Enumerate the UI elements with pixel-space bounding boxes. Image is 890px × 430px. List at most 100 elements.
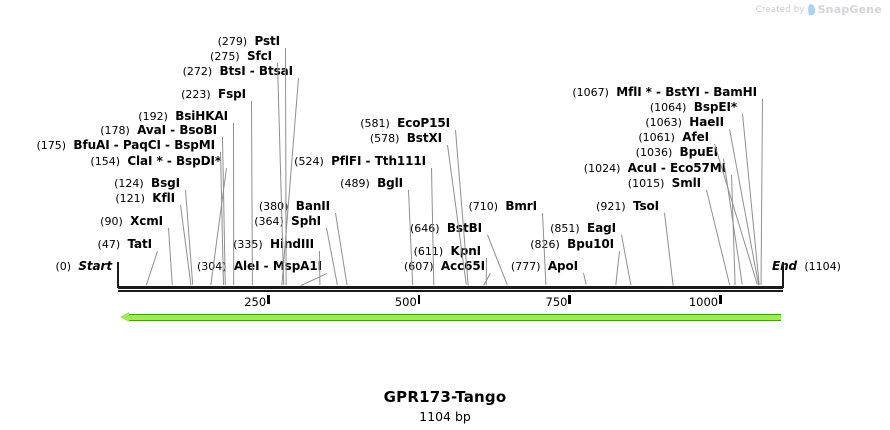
site-position: (1061) [638, 131, 675, 144]
site-position: (826) [530, 238, 560, 251]
site-enzyme-name: BpuEI [679, 145, 719, 159]
watermark-created-by: Created by [755, 4, 805, 15]
site-leader-line [706, 189, 731, 285]
site-position: (607) [404, 260, 434, 273]
site-name-separator: - [699, 85, 714, 99]
site-enzyme-name: ApoI [547, 259, 578, 273]
site-enzyme-name: BstYI [665, 85, 700, 99]
site-label-AcuIEco57MI[interactable]: (1024) AcuI - Eco57MI [584, 162, 726, 175]
site-enzyme-name: BspDI* [176, 154, 221, 168]
site-leader-line [300, 273, 328, 286]
site-label-SmlI[interactable]: (1015) SmlI [628, 177, 701, 190]
site-label-BstXI[interactable]: (578) BstXI [370, 132, 442, 145]
site-enzyme-name: SphI [291, 214, 321, 228]
site-label-BsgI[interactable]: (124) BsgI [114, 177, 180, 190]
site-enzyme-name: HaeII [689, 115, 724, 129]
site-enzyme-name: BanII [295, 199, 330, 213]
site-leader-line [615, 251, 620, 286]
site-enzyme-name: FspI [218, 87, 246, 101]
site-position: (1064) [649, 101, 687, 114]
site-label-ClaIBspDI[interactable]: (154) ClaI * - BspDI* [90, 155, 221, 168]
site-position: (279) [217, 35, 248, 48]
site-enzyme-name: PstI [254, 34, 280, 48]
site-label-SfcI[interactable]: (275) SfcI [210, 50, 272, 63]
site-label-BstBI[interactable]: (646) BstBI [410, 222, 482, 235]
site-label-BglI[interactable]: (489) BglI [340, 177, 403, 190]
ruler-tick-500 [417, 295, 421, 304]
sequence-length: 1104 bp [419, 409, 471, 424]
site-enzyme-name: PflFI [331, 154, 362, 168]
site-enzyme-name: Eco57MI [670, 161, 726, 175]
site-name-separator: - [656, 161, 671, 175]
site-label-KpnI[interactable]: (611) KpnI [413, 245, 482, 258]
site-name-separator: - [361, 154, 375, 168]
site-enzyme-name: AvaI [137, 123, 166, 137]
site-enzyme-name: BglI [377, 176, 403, 190]
backbone-cap-end [782, 262, 784, 288]
site-enzyme-name: BstBI [446, 221, 482, 235]
site-label-HaeII[interactable]: (1063) HaeII [645, 116, 724, 129]
site-position: (578) [369, 132, 400, 145]
site-label-BpuEI[interactable]: (1036) BpuEI [636, 146, 718, 159]
site-position: (611) [413, 245, 444, 258]
site-enzyme-name: BtsI [219, 64, 246, 78]
site-position: (223) [181, 88, 211, 101]
ruler-label-750: 750 [545, 295, 568, 309]
site-label-BfuAIPaqCIBspMI[interactable]: (175) BfuAI - PaqCI - BspMI [37, 139, 216, 152]
site-enzyme-name: SfcI [246, 49, 272, 63]
site-label-PflFITth111I[interactable]: (524) PflFI - Tth111I [294, 155, 426, 168]
site-enzyme-name: BspEI* [693, 100, 737, 114]
site-enzyme-name: EcoP15I [397, 116, 450, 130]
site-position: (178) [100, 124, 130, 137]
site-label-AfeI[interactable]: (1061) AfeI [638, 131, 709, 144]
site-enzyme-name: BstXI [406, 131, 442, 145]
site-label-Acc65I[interactable]: (607) Acc65I [404, 260, 485, 273]
ruler-tick-250 [267, 295, 270, 304]
site-position: (921) [596, 200, 626, 213]
site-label-EagI[interactable]: (851) EagI [550, 222, 616, 235]
orf-arrow-edge-top [127, 314, 781, 315]
site-position: (364) [254, 215, 284, 228]
ruler-tick-1000 [719, 295, 722, 304]
end-label[interactable]: End (1104) [772, 260, 841, 273]
start-label[interactable]: (0) Start [55, 260, 112, 273]
snapgene-leaf-icon [806, 3, 816, 16]
site-label-BtsIBtsaI[interactable]: (272) BtsI - BtsaI [183, 64, 294, 78]
site-position: (489) [340, 177, 370, 190]
site-position: (175) [36, 139, 67, 152]
site-label-Bpu10I[interactable]: (826) Bpu10I [530, 238, 614, 251]
site-enzyme-name: XcmI [130, 214, 163, 228]
site-label-BmrI[interactable]: (710) BmrI [468, 200, 537, 213]
site-label-EcoP15I[interactable]: (581) EcoP15I [360, 117, 450, 130]
site-label-TatI[interactable]: (47) TatI [98, 238, 153, 251]
site-enzyme-name: MflI * [616, 85, 652, 99]
site-label-ApoI[interactable]: (777) ApoI [511, 260, 578, 273]
site-enzyme-name: BsgI [151, 176, 180, 190]
site-label-TsoI[interactable]: (921) TsoI [596, 200, 659, 213]
site-name-separator: - [259, 259, 273, 273]
site-leader-line [742, 113, 760, 285]
site-enzyme-name: SmlI [671, 176, 701, 190]
site-label-SphI[interactable]: (364) SphI [254, 215, 321, 228]
site-position: (1063) [645, 116, 682, 129]
site-position: (275) [210, 50, 240, 63]
site-label-PstI[interactable]: (279) PstI [217, 34, 281, 48]
site-label-KflI[interactable]: (121) KflI [115, 192, 175, 205]
terminal-name: Start [78, 259, 112, 273]
site-label-XcmI[interactable]: (90) XcmI [100, 215, 163, 228]
site-label-AvaIBsoBI[interactable]: (178) AvaI - BsoBI [100, 124, 217, 137]
site-leader-line [583, 272, 587, 285]
site-label-BanII[interactable]: (380) BanII [259, 200, 330, 213]
site-label-AleIMspA1I[interactable]: (304) AleI - MspA1I [197, 260, 322, 273]
site-leader-line [487, 234, 508, 285]
site-enzyme-name: BspMI [174, 138, 215, 152]
site-position: (121) [115, 192, 145, 205]
site-position: (335) [233, 238, 263, 251]
site-label-BsiHKAI[interactable]: (192) BsiHKAI [138, 110, 228, 123]
site-label-MflIBstYIBamHI[interactable]: (1067) MflI * - BstYI - BamHI [572, 86, 757, 99]
site-label-HindIII[interactable]: (335) HindIII [233, 238, 314, 251]
site-enzyme-name: AleI [233, 259, 260, 273]
site-name-separator: - [109, 138, 123, 152]
site-label-BspEI[interactable]: (1064) BspEI* [650, 101, 737, 114]
site-label-FspI[interactable]: (223) FspI [181, 88, 246, 101]
